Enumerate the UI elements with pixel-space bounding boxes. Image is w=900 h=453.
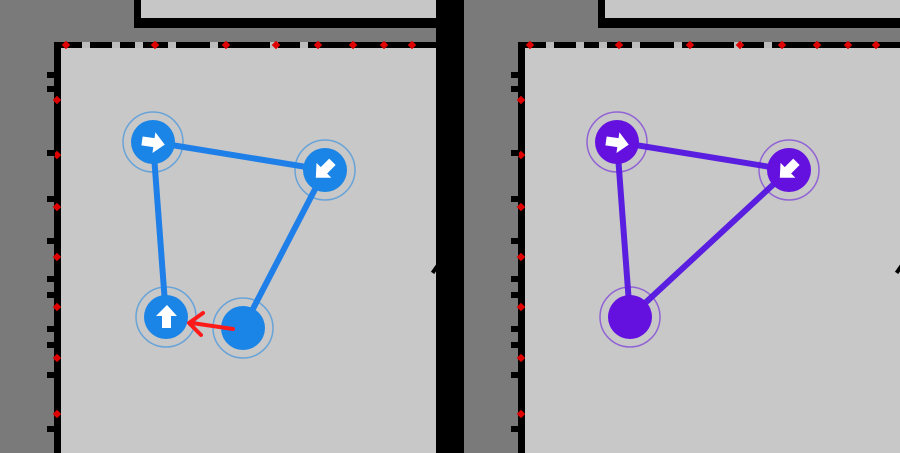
path-segment	[240, 167, 328, 331]
node-halo	[599, 286, 661, 348]
wall-gap	[576, 42, 584, 48]
arrow-up-icon-shape	[156, 305, 177, 328]
main-room-floor	[54, 42, 436, 453]
wall-gap	[82, 42, 90, 48]
wall-marker	[61, 40, 71, 50]
wall-marker	[516, 252, 526, 262]
node-halo	[294, 139, 356, 201]
wall-gap	[599, 42, 607, 48]
wall-notch	[511, 372, 519, 378]
wall-notch	[511, 342, 519, 348]
arrow-right-icon-shape	[605, 132, 629, 154]
left-panel	[0, 0, 436, 453]
wall-gap	[112, 42, 120, 48]
path-segment	[614, 139, 633, 320]
wall-marker	[407, 40, 417, 50]
door-hinge	[894, 261, 900, 275]
wall-marker	[52, 252, 62, 262]
wall-marker	[525, 40, 535, 50]
upper-wall	[134, 18, 444, 22]
wall-marker	[516, 409, 526, 419]
arrow-down-left-icon	[779, 158, 800, 178]
hint-arrow-shaft	[190, 321, 235, 331]
wall-marker	[52, 353, 62, 363]
wall-notch	[511, 326, 519, 332]
node-halo	[586, 111, 648, 173]
path-segment	[614, 139, 792, 173]
wall-marker	[313, 40, 323, 50]
wall-gap	[210, 42, 218, 48]
wall-notch	[47, 196, 55, 202]
wall-notch	[47, 326, 55, 332]
wall-marker	[614, 40, 624, 50]
arrow-down-left-icon-shape	[315, 158, 336, 178]
arrow-down-left-icon	[315, 158, 336, 178]
wall-marker	[516, 202, 526, 212]
path-endpoint	[599, 286, 661, 348]
wall-notch	[511, 72, 519, 78]
wall-notch	[47, 292, 55, 298]
wall-notch	[511, 196, 519, 202]
wall-marker	[777, 40, 787, 50]
wall-notch	[47, 372, 55, 378]
arrow-right-icon	[141, 132, 165, 154]
node-disc	[608, 295, 652, 339]
wall-marker	[379, 40, 389, 50]
arrow-right-icon	[605, 132, 629, 154]
node-disc	[221, 306, 265, 350]
path-segment	[150, 139, 169, 320]
wall-marker	[52, 95, 62, 105]
panel-divider	[436, 0, 464, 453]
wall-marker	[52, 202, 62, 212]
wall-gap	[764, 42, 772, 48]
wall-marker	[150, 40, 160, 50]
wall-marker	[271, 40, 281, 50]
path-segment	[627, 167, 792, 320]
wall-notch	[47, 276, 55, 282]
node-halo	[122, 111, 184, 173]
wall-marker	[516, 353, 526, 363]
arrow-right-icon-shape	[141, 132, 165, 154]
hint-arrow-head	[187, 311, 205, 337]
door-hinge	[430, 261, 442, 275]
wall-gap	[546, 42, 554, 48]
wall-gap	[632, 42, 640, 48]
wall-marker	[843, 40, 853, 50]
wall-gap	[300, 42, 308, 48]
upper-room-floor	[134, 0, 436, 28]
path-segment	[150, 139, 328, 173]
wall-marker	[516, 302, 526, 312]
wall-marker	[52, 409, 62, 419]
upper-wall	[598, 18, 900, 22]
node-halo	[758, 139, 820, 201]
wall-marker	[348, 40, 358, 50]
wall-notch	[511, 238, 519, 244]
wall-notch	[47, 426, 55, 432]
arrow-up-icon	[156, 305, 177, 328]
wall-notch	[47, 342, 55, 348]
wall-notch	[511, 86, 519, 92]
wall-gap	[135, 42, 143, 48]
wall-gap	[168, 42, 176, 48]
wall-notch	[511, 276, 519, 282]
wall-gap	[674, 42, 682, 48]
wall-notch	[511, 426, 519, 432]
wall-marker	[52, 302, 62, 312]
wall-marker	[221, 40, 231, 50]
wall-notch	[511, 292, 519, 298]
wall-marker	[685, 40, 695, 50]
wall-marker	[516, 95, 526, 105]
arrow-left-icon	[187, 311, 235, 337]
wall-notch	[47, 150, 55, 156]
wall-marker	[871, 40, 881, 50]
wall-marker	[812, 40, 822, 50]
wall-notch	[47, 72, 55, 78]
wall-notch	[47, 86, 55, 92]
wall-notch	[511, 150, 519, 156]
arrow-down-left-icon-shape	[779, 158, 800, 178]
upper-room-floor	[598, 0, 900, 28]
wall-notch	[47, 238, 55, 244]
